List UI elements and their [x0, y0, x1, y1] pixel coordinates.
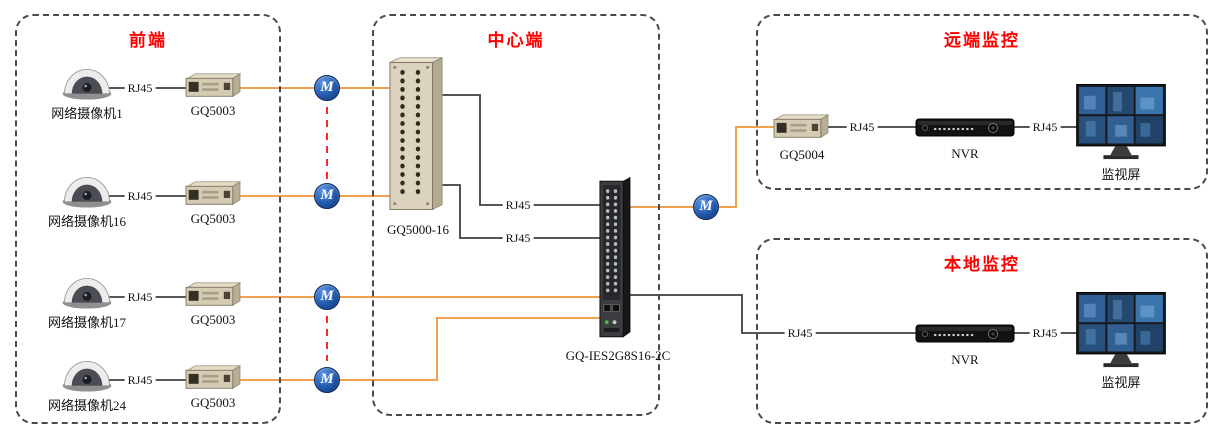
dome-camera-icon	[60, 172, 114, 208]
nvr-label: NVR	[951, 146, 979, 161]
rj45-label: RJ45	[1029, 326, 1061, 340]
camera-label: 网络摄像机17	[47, 315, 126, 330]
nvr-label: NVR	[951, 352, 979, 367]
fiber-transceiver-icon: M	[314, 284, 340, 310]
section-remote-monitoring	[756, 14, 1208, 190]
rj45-label: RJ45	[124, 189, 156, 203]
video-wall-icon	[1076, 292, 1166, 370]
media-converter-icon	[184, 72, 242, 99]
section-local-monitoring	[756, 238, 1208, 424]
dome-camera-icon	[60, 356, 114, 392]
fiber-transceiver-icon: M	[693, 194, 719, 220]
media-converter-icon	[184, 281, 242, 308]
dome-camera-icon	[60, 64, 114, 100]
rj45-label: RJ45	[846, 120, 878, 134]
fiber-transceiver-icon: M	[314, 183, 340, 209]
rj45-label: RJ45	[784, 326, 816, 340]
rj45-label: RJ45	[124, 81, 156, 95]
monitor-label: 监视屏	[1101, 167, 1141, 182]
camera-label: 网络摄像机16	[47, 214, 126, 229]
converter-label: GQ5004	[779, 147, 825, 162]
rj45-label: RJ45	[124, 290, 156, 304]
nvr-icon	[915, 115, 1015, 139]
rj45-label: RJ45	[502, 198, 534, 212]
section-title-remote: 远端监控	[944, 31, 1020, 50]
nvr-icon	[915, 321, 1015, 345]
converter-label: GQ5003	[190, 395, 236, 410]
rj45-label: RJ45	[124, 373, 156, 387]
rj45-label: RJ45	[502, 231, 534, 245]
switch-label: GQ-IES2G8S16-2C	[565, 348, 671, 363]
fiber-multiplexer-icon	[388, 56, 446, 216]
camera-label: 网络摄像机24	[47, 398, 126, 413]
section-title-front: 前端	[129, 31, 167, 50]
monitor-label: 监视屏	[1101, 375, 1141, 390]
rj45-label: RJ45	[1029, 120, 1061, 134]
ethernet-switch-icon	[598, 175, 633, 343]
converter-label: GQ5003	[190, 211, 236, 226]
dome-camera-icon	[60, 273, 114, 309]
mux-label: GQ5000-16	[386, 222, 450, 237]
section-center-end	[372, 14, 660, 416]
fiber-transceiver-icon: M	[314, 367, 340, 393]
converter-label: GQ5003	[190, 103, 236, 118]
section-title-center: 中心端	[487, 31, 545, 50]
section-front-end	[15, 14, 281, 424]
media-converter-icon	[772, 113, 830, 140]
camera-label: 网络摄像机1	[51, 106, 123, 121]
section-title-local: 本地监控	[944, 255, 1020, 274]
fiber-transceiver-icon: M	[314, 75, 340, 101]
media-converter-icon	[184, 180, 242, 207]
converter-label: GQ5003	[190, 312, 236, 327]
video-wall-icon	[1076, 84, 1166, 162]
media-converter-icon	[184, 364, 242, 391]
